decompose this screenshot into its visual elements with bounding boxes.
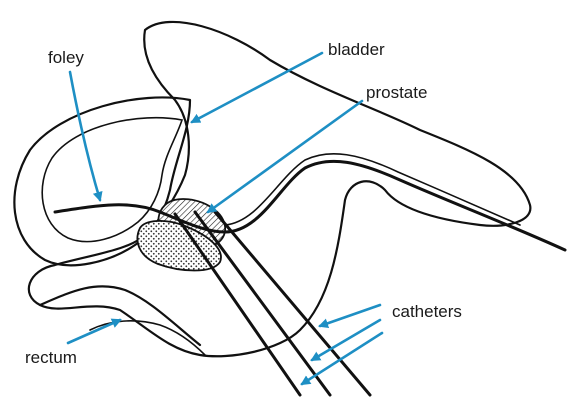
catheter-line-2 (195, 212, 330, 395)
catheter-line-1 (175, 214, 300, 395)
prostate-label: prostate (366, 83, 427, 102)
bladder-pointer-arrow (192, 53, 322, 122)
rectum-label: rectum (25, 348, 77, 367)
rectum-outline (40, 286, 200, 345)
foley-catheter (55, 161, 565, 250)
catheters-label: catheters (392, 302, 462, 321)
prostate-pointer-arrow (208, 101, 362, 212)
foley-catheter-sheath (225, 154, 520, 225)
foley-label: foley (48, 48, 84, 67)
catheter-pointer-arrow-1 (320, 305, 380, 326)
bladder-label: bladder (328, 40, 385, 59)
rectum-pointer-arrow (68, 320, 120, 343)
foley-pointer-arrow (70, 72, 100, 200)
